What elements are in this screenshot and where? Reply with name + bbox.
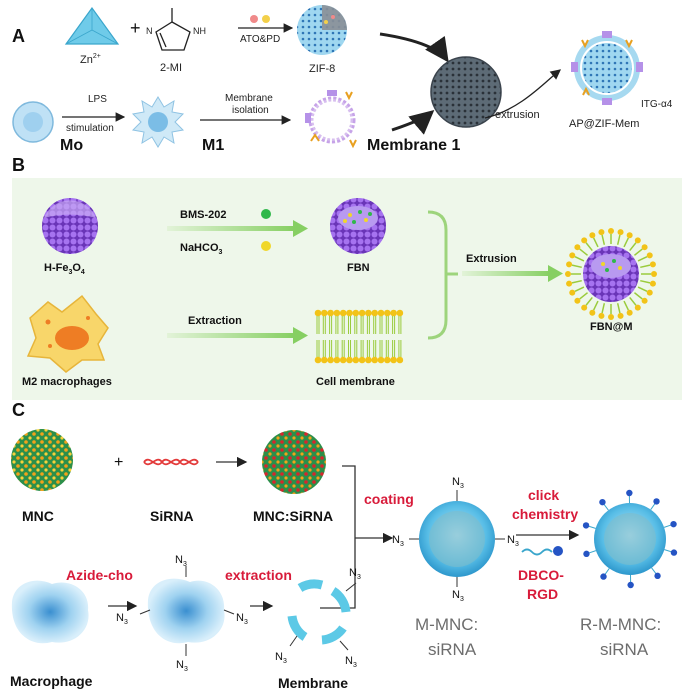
ato-dot [250, 15, 258, 23]
membrane-vesicle [305, 90, 357, 149]
m-mnc-label-1: M-MNC: [415, 615, 478, 634]
cell-membrane-label: Cell membrane [316, 376, 395, 388]
n3-mmnc-bottom: N3 [452, 589, 464, 603]
n3-membrane-top: N3 [349, 567, 361, 581]
mnc-sphere [11, 429, 73, 491]
m-mnc-particle [409, 490, 505, 587]
membrane-fragments [287, 579, 357, 651]
hfe3o4-sphere [42, 198, 98, 254]
m1-cell [131, 96, 185, 148]
pd-dot [262, 15, 270, 23]
cell-membrane-bilayer [314, 309, 404, 364]
azide-labeled-cell [139, 566, 235, 656]
n3-mmnc-right: N3 [507, 534, 519, 548]
mixing-sphere [430, 56, 502, 128]
nahco3-label: NaHCO3 [180, 242, 223, 256]
extraction-label-c: extraction [225, 567, 292, 583]
chemistry-label: chemistry [512, 506, 578, 522]
sirna-label: SiRNA [150, 508, 194, 524]
extraction-label-b: Extraction [188, 315, 242, 327]
panel-b: B H-Fe3O4 BMS-202 NaHCO3 FBN [12, 155, 682, 400]
macrophage-cell [11, 580, 89, 644]
dbco-label: DBCO- [518, 567, 564, 583]
n3-cell-top: N3 [175, 554, 187, 568]
membrane-isolation-label-2: isolation [232, 105, 269, 116]
nahco3-dot [261, 241, 271, 251]
plus-sign-a: + [130, 18, 141, 38]
ato-pd-label: ATO&PD [240, 34, 280, 45]
panel-a: A Zn2+ + NH N 2-MI ATO&PD ZIF-8 [12, 5, 673, 154]
n3-membrane-left: N3 [275, 651, 287, 665]
n3-membrane-right: N3 [345, 655, 357, 669]
m1-label: M1 [202, 137, 224, 154]
mo-label: Mo [60, 137, 83, 154]
fbn-sphere [330, 198, 386, 254]
fbn-label: FBN [347, 262, 370, 274]
lps-label: LPS [88, 94, 107, 105]
ap-zif-mem-label: AP@ZIF-Mem [569, 118, 639, 130]
extrusion-label-a: extrusion [495, 109, 540, 121]
mnc-label: MNC [22, 508, 54, 524]
azide-cho-label: Azide-cho [66, 567, 133, 583]
panel-c-label: C [12, 400, 25, 420]
rgd-label: RGD [527, 586, 558, 602]
mi-label: 2-MI [160, 62, 182, 74]
n3-cell-right: N3 [236, 612, 248, 626]
mnc-sirna-sphere [262, 430, 326, 494]
panel-c: C MNC + SiRNA MNC:SiRNA coating N3 N3 N3 [10, 400, 678, 691]
panel-b-label: B [12, 155, 25, 175]
m-mnc-label-2: siRNA [428, 640, 477, 659]
arrow-zif-to-center [379, 32, 449, 63]
bms-label: BMS-202 [180, 209, 226, 221]
fbn-m-particle [565, 228, 657, 320]
zif8-label: ZIF-8 [309, 63, 335, 75]
imidazole-structure [155, 8, 191, 51]
arrow-membrane-to-center [391, 110, 435, 135]
n3-mmnc-left: N3 [392, 534, 404, 548]
bracket-c [320, 465, 392, 609]
arrow-extrusion-b [462, 271, 550, 276]
membrane-isolation-label-1: Membrane [225, 93, 273, 104]
r-m-mnc-particle [582, 489, 678, 589]
arrow-m2-to-membrane [167, 333, 295, 338]
n3-mmnc-top: N3 [452, 476, 464, 490]
arrow-extrusion [484, 69, 562, 119]
sirna-helix [143, 458, 199, 466]
fbn-m-label: FBN@M [590, 321, 633, 333]
n3-cell-left: N3 [116, 612, 128, 626]
zif8-sphere [297, 5, 347, 55]
itg-label: ITG-α4 [641, 99, 673, 110]
ap-zif-mem-particle [571, 31, 643, 105]
m2-macrophage [26, 294, 109, 373]
r-m-mnc-label-2: siRNA [600, 640, 649, 659]
imidazole-n: N [146, 26, 153, 36]
dbco-linker-icon [521, 548, 553, 556]
lps-stimulation-label: stimulation [66, 123, 114, 134]
zn-label: Zn2+ [80, 53, 101, 66]
hfe3o4-label: H-Fe3O4 [44, 262, 85, 276]
bracket-b [427, 210, 458, 340]
m2-label: M2 macrophages [22, 376, 112, 388]
coating-label: coating [364, 491, 414, 507]
arrow-hfe-to-fbn [167, 226, 295, 231]
r-m-mnc-label-1: R-M-MNC: [580, 615, 661, 634]
extrusion-label-b: Extrusion [466, 253, 517, 265]
panel-a-label: A [12, 26, 25, 46]
click-label: click [528, 487, 559, 503]
bms-dot [261, 209, 271, 219]
membrane1-label: Membrane 1 [367, 137, 460, 154]
plus-sign-c: + [114, 454, 123, 471]
mnc-sirna-label: MNC:SiRNA [253, 508, 333, 524]
rgd-ball-icon [553, 546, 563, 556]
membrane-label-c: Membrane [278, 675, 348, 691]
n3-cell-bottom: N3 [176, 659, 188, 673]
macrophage-label: Macrophage [10, 673, 93, 689]
imidazole-nh: NH [193, 26, 206, 36]
